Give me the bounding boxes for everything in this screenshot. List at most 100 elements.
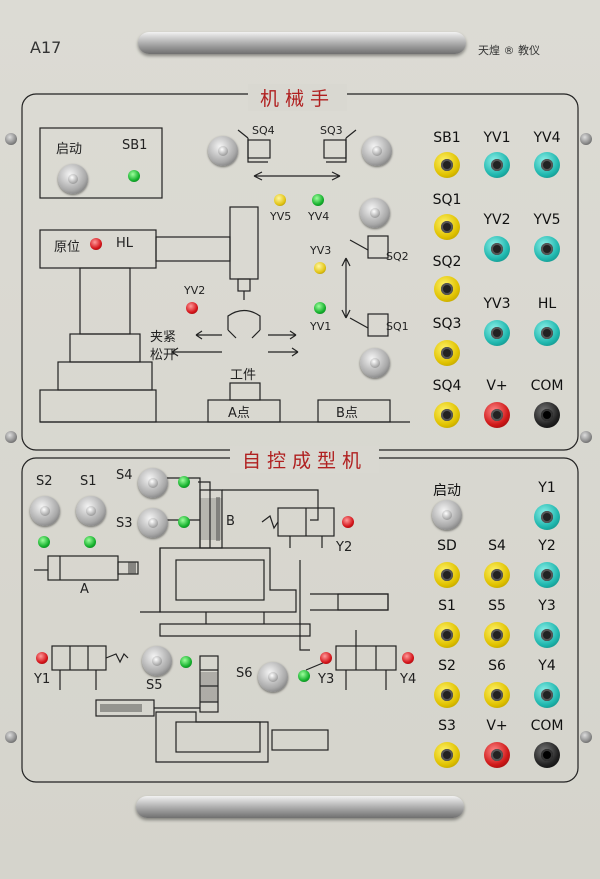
- sq1-label: SQ1: [386, 320, 409, 333]
- jack-sq2[interactable]: [434, 276, 460, 302]
- sq4-label: SQ4: [252, 124, 275, 137]
- s3-label: S3: [116, 516, 133, 531]
- s1-toggle-switch[interactable]: [76, 496, 106, 526]
- start-label: 启动: [56, 142, 83, 157]
- screw-mid-right: [580, 431, 592, 443]
- sb1-label: SB1: [122, 138, 148, 153]
- s5-toggle-switch[interactable]: [142, 646, 172, 676]
- origin-label: 原位: [54, 240, 81, 255]
- s4-toggle-switch[interactable]: [138, 468, 168, 498]
- yv3-indicator-led: [314, 262, 326, 274]
- jack-label-hl: HL: [537, 296, 557, 312]
- brand-logo: 天煌 ® 教仪: [478, 44, 540, 57]
- jack-yv1[interactable]: [484, 152, 510, 178]
- jack-label-sd: SD: [437, 538, 457, 554]
- s2-label: S2: [36, 474, 53, 489]
- sq2-label: SQ2: [386, 250, 409, 263]
- cylinder-a-label: A: [80, 582, 89, 597]
- screw-top-left: [5, 133, 17, 145]
- jack-label-com: COM: [530, 378, 564, 394]
- jack-label-vplus: V+: [486, 378, 508, 394]
- sq4-toggle-switch[interactable]: [208, 136, 238, 166]
- jack-label-y1: Y1: [538, 480, 556, 496]
- s2-toggle-switch[interactable]: [30, 496, 60, 526]
- hl-indicator-led: [90, 238, 102, 250]
- point-a-label: A点: [228, 406, 250, 421]
- jack-yv4[interactable]: [534, 152, 560, 178]
- jack-label-yv2: YV2: [483, 212, 511, 228]
- jack-label-s3: S3: [438, 718, 456, 734]
- bottom-handle[interactable]: [136, 796, 464, 818]
- jack-yv3[interactable]: [484, 320, 510, 346]
- release-label: 松开: [150, 348, 177, 363]
- jack-sd[interactable]: [434, 562, 460, 588]
- y2-indicator-led: [342, 516, 354, 528]
- molding-title: 自控成型机: [230, 446, 380, 473]
- jack-s2[interactable]: [434, 682, 460, 708]
- start-toggle-switch[interactable]: [58, 164, 88, 194]
- jack-vplus-2[interactable]: [484, 742, 510, 768]
- jack-label-y3: Y3: [538, 598, 556, 614]
- yv1-label: YV1: [310, 320, 332, 333]
- jack-label-com-2: COM: [530, 718, 564, 734]
- jack-y3[interactable]: [534, 622, 560, 648]
- jack-label-s5: S5: [488, 598, 506, 614]
- jack-sq4[interactable]: [434, 402, 460, 428]
- yv3-label: YV3: [310, 244, 332, 257]
- jack-s6[interactable]: [484, 682, 510, 708]
- jack-sq1[interactable]: [434, 214, 460, 240]
- top-handle[interactable]: [138, 32, 466, 54]
- s3-indicator-led: [178, 516, 190, 528]
- hl-label: HL: [116, 236, 134, 251]
- yv2-indicator-led: [186, 302, 198, 314]
- molding-start-toggle-switch[interactable]: [432, 500, 462, 530]
- jack-label-s1: S1: [438, 598, 456, 614]
- jack-y4[interactable]: [534, 682, 560, 708]
- jack-label-sq3: SQ3: [432, 316, 462, 332]
- sq3-label: SQ3: [320, 124, 343, 137]
- jack-label-yv5: YV5: [533, 212, 561, 228]
- jack-y2[interactable]: [534, 562, 560, 588]
- jack-label-yv1: YV1: [483, 130, 511, 146]
- jack-sq3[interactable]: [434, 340, 460, 366]
- yv2-label: YV2: [184, 284, 206, 297]
- jack-s4[interactable]: [484, 562, 510, 588]
- jack-com-2[interactable]: [534, 742, 560, 768]
- s4-indicator-led: [178, 476, 190, 488]
- point-b-label: B点: [336, 406, 358, 421]
- jack-label-s2: S2: [438, 658, 456, 674]
- jack-label-sq4: SQ4: [432, 378, 462, 394]
- sb1-indicator-led: [128, 170, 140, 182]
- manipulator-title: 机械手: [248, 84, 348, 111]
- jack-com[interactable]: [534, 402, 560, 428]
- sq3-toggle-switch[interactable]: [362, 136, 392, 166]
- jack-s1[interactable]: [434, 622, 460, 648]
- sq2-toggle-switch[interactable]: [360, 198, 390, 228]
- screw-bottom-left: [5, 731, 17, 743]
- s6-toggle-switch[interactable]: [258, 662, 288, 692]
- s6-indicator-led: [298, 670, 310, 682]
- y4-indicator-led: [402, 652, 414, 664]
- jack-s5[interactable]: [484, 622, 510, 648]
- jack-label-yv3: YV3: [483, 296, 511, 312]
- jack-label-sq1: SQ1: [432, 192, 462, 208]
- jack-vplus[interactable]: [484, 402, 510, 428]
- jack-sb1[interactable]: [434, 152, 460, 178]
- jack-label-y4: Y4: [538, 658, 556, 674]
- y4-label: Y4: [400, 672, 417, 687]
- model-label: A17: [30, 38, 62, 57]
- clamp-label: 夹紧: [150, 330, 177, 345]
- jack-hl[interactable]: [534, 320, 560, 346]
- jack-yv2[interactable]: [484, 236, 510, 262]
- y1-label: Y1: [34, 672, 51, 687]
- jack-label-vplus-2: V+: [486, 718, 508, 734]
- jack-s3[interactable]: [434, 742, 460, 768]
- sq1-toggle-switch[interactable]: [360, 348, 390, 378]
- jack-label-sb1: SB1: [433, 130, 461, 146]
- jack-yv5[interactable]: [534, 236, 560, 262]
- s3-toggle-switch[interactable]: [138, 508, 168, 538]
- screw-mid-left: [5, 431, 17, 443]
- jack-label-yv4: YV4: [533, 130, 561, 146]
- jack-y1[interactable]: [534, 504, 560, 530]
- y1-indicator-led: [36, 652, 48, 664]
